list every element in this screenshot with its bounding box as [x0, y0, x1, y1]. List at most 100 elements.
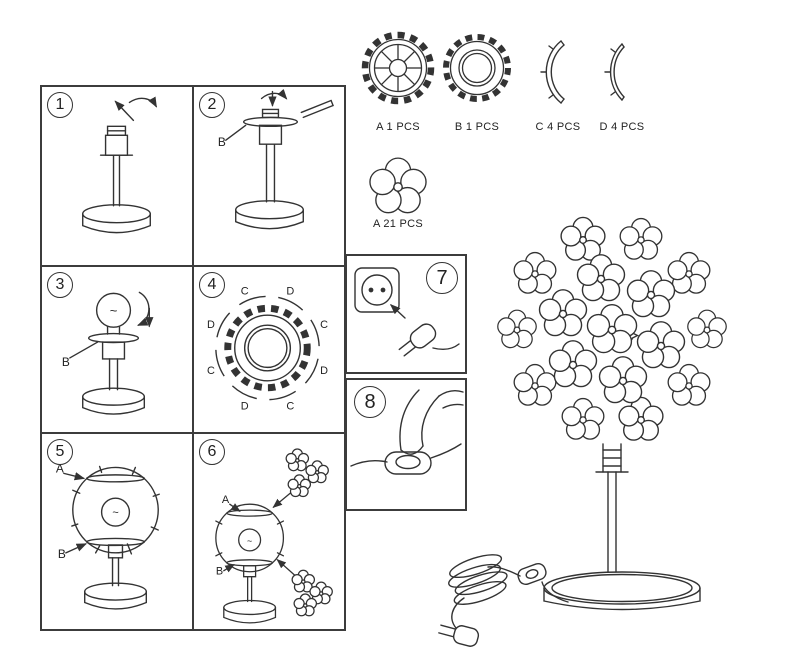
- part-b-label: B 1 PCS: [454, 121, 500, 133]
- lamp-trunk: [607, 471, 617, 573]
- part-a-label: A 1 PCS: [376, 121, 420, 133]
- callout-leader-b: [225, 124, 247, 141]
- step-panel-1: 1: [41, 86, 193, 266]
- spokes: [374, 44, 422, 92]
- lamp-stem: [108, 358, 119, 391]
- svg-text:D: D: [320, 365, 328, 377]
- lamp-stem: [112, 154, 121, 207]
- sphere-frame: [71, 465, 160, 555]
- cord-left: [350, 459, 388, 467]
- svg-text:D: D: [286, 285, 294, 297]
- plug-cable: [432, 343, 460, 351]
- ring-assembly: [215, 295, 320, 401]
- lamp-base: [84, 582, 147, 610]
- lamp-base: [82, 204, 151, 234]
- pressing-finger-icon: [399, 389, 464, 455]
- part-c-label: C 4 PCS: [535, 121, 581, 133]
- part-b-ring: [437, 28, 517, 108]
- step-number-1: 1: [47, 92, 73, 118]
- rotate-arrow-icon: [260, 88, 288, 107]
- light-bulb-icon: [238, 528, 262, 552]
- lamp-base: [82, 387, 146, 415]
- step1-drawing: [82, 96, 157, 234]
- step-number-6: 6: [199, 439, 225, 465]
- cord-switch-to-coil: [487, 566, 521, 577]
- lamp-stem: [265, 143, 276, 203]
- step-panel-3: 3: [41, 266, 193, 433]
- lamp-socket: [107, 544, 124, 559]
- part-d-arc: [600, 25, 656, 120]
- step6-drawing: ~ A B: [215, 448, 333, 624]
- callout-label-a: A: [56, 461, 64, 475]
- part-b-ring-drawing: [443, 34, 511, 102]
- callout-leader-a: [63, 472, 86, 481]
- plug-arrow: [389, 304, 406, 319]
- callout-leader-a: [229, 503, 241, 512]
- flower-cluster-top: [285, 448, 329, 497]
- flower-arrow-bottom: [276, 558, 296, 577]
- flower-cluster-bottom: [291, 569, 333, 616]
- power-plug-icon: [438, 624, 480, 647]
- part-d-arc-drawing: [604, 43, 625, 101]
- flower-ball: [497, 217, 727, 441]
- callout-leader-b: [65, 543, 87, 554]
- step-number-3: 3: [47, 272, 73, 298]
- rotate-arrow-icon: [137, 291, 154, 328]
- step-number-4: 4: [199, 272, 225, 298]
- ring-b-disc: [87, 332, 140, 344]
- step2-drawing: B: [218, 88, 334, 230]
- step3-drawing: ~ B: [62, 291, 154, 415]
- arc-letter-labels: C D C D C D C D: [207, 285, 328, 412]
- svg-text:C: C: [207, 365, 215, 377]
- svg-text:D: D: [207, 319, 215, 331]
- wall-outlet-icon: [354, 267, 400, 313]
- part-a-ring: [358, 28, 438, 108]
- lamp-stem: [246, 576, 253, 603]
- callout-label-b: B: [58, 547, 66, 561]
- bulb-filament-mark: ~: [112, 507, 118, 519]
- svg-text:D: D: [241, 401, 249, 413]
- svg-text:C: C: [286, 401, 294, 413]
- step8-drawing: [350, 389, 464, 475]
- callout-leader-b: [69, 341, 99, 359]
- arc-segments-ring: [215, 295, 320, 401]
- step-number-7: 7: [426, 262, 458, 294]
- callout-label-b: B: [218, 135, 226, 149]
- bulb-filament-mark: ~: [247, 536, 252, 546]
- step-panel-8: 8: [345, 378, 467, 511]
- cord-coil: [448, 554, 508, 605]
- part-c-arc-drawing: [540, 40, 565, 104]
- lamp-socket: [258, 108, 283, 145]
- gear-teeth-ring: [443, 34, 511, 102]
- tool-rod-icon: [300, 99, 334, 119]
- callout-label-b: B: [216, 566, 223, 578]
- step-panel-5: 5: [41, 433, 193, 630]
- part-a-ring-drawing: [361, 31, 435, 105]
- bulb-filament-mark: ~: [110, 303, 118, 318]
- flower-arrow-top: [272, 491, 292, 508]
- step7-drawing: [354, 267, 460, 357]
- step-number-5: 5: [47, 439, 73, 465]
- part-c-arc: [536, 25, 592, 120]
- inline-switch-icon: [384, 451, 432, 475]
- callout-leader-b: [223, 564, 235, 573]
- step-number-2: 2: [199, 92, 225, 118]
- step-panel-2: 2: [193, 86, 345, 266]
- power-plug-icon: [398, 323, 437, 357]
- lamp-base: [543, 571, 701, 611]
- lamp-socket: [243, 565, 257, 578]
- step-panel-4: 4 C D C D C D C D: [193, 266, 345, 433]
- lamp-socket: [99, 125, 134, 156]
- gear-teeth-ring: [361, 31, 435, 105]
- lamp-base: [235, 200, 304, 230]
- rotate-arrow-icon: [114, 96, 157, 122]
- light-bulb-icon: [100, 497, 131, 527]
- lamp-socket: [595, 443, 629, 473]
- callout-label-a: A: [222, 494, 230, 506]
- callout-label-b: B: [62, 355, 70, 369]
- assembly-steps-grid: 1: [40, 85, 346, 631]
- lamp-stem: [111, 557, 120, 587]
- gear-teeth-ring: [224, 304, 311, 392]
- lamp-socket: [101, 341, 126, 360]
